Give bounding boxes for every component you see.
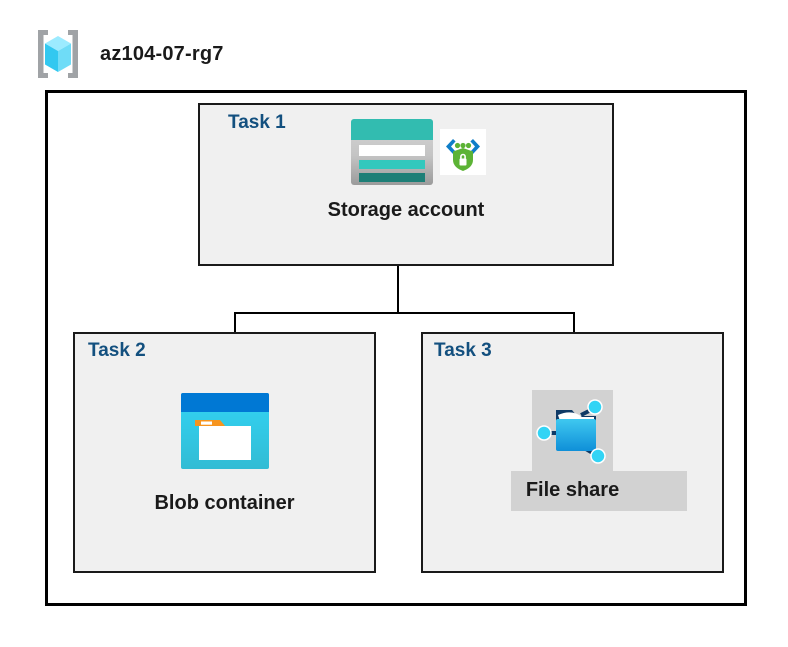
blob-container-icon (180, 393, 269, 469)
file-share-node: File share (526, 393, 619, 500)
storage-account-icon-row (350, 118, 486, 186)
connector-trunk (397, 266, 399, 314)
resource-group-header: az104-07-rg7 (30, 26, 224, 82)
file-share-caption: File share (525, 479, 620, 501)
blob-container-node: Blob container (73, 392, 376, 513)
task-3-label: Task 3 (434, 340, 492, 361)
resource-group-name: az104-07-rg7 (100, 42, 224, 65)
storage-account-node: Storage account (198, 118, 614, 220)
storage-account-icon (351, 119, 433, 185)
blob-container-caption: Blob container (154, 492, 295, 514)
task-1-label: Task 1 (228, 112, 286, 133)
secure-endpoint-shield-icon (440, 129, 486, 175)
file-share-icon (535, 399, 606, 464)
file-share-caption-highlight (511, 471, 687, 511)
connector-bus (234, 312, 575, 314)
resource-group-cube-icon (38, 30, 78, 78)
storage-account-caption: Storage account (327, 199, 485, 221)
task-2-label: Task 2 (88, 340, 146, 361)
